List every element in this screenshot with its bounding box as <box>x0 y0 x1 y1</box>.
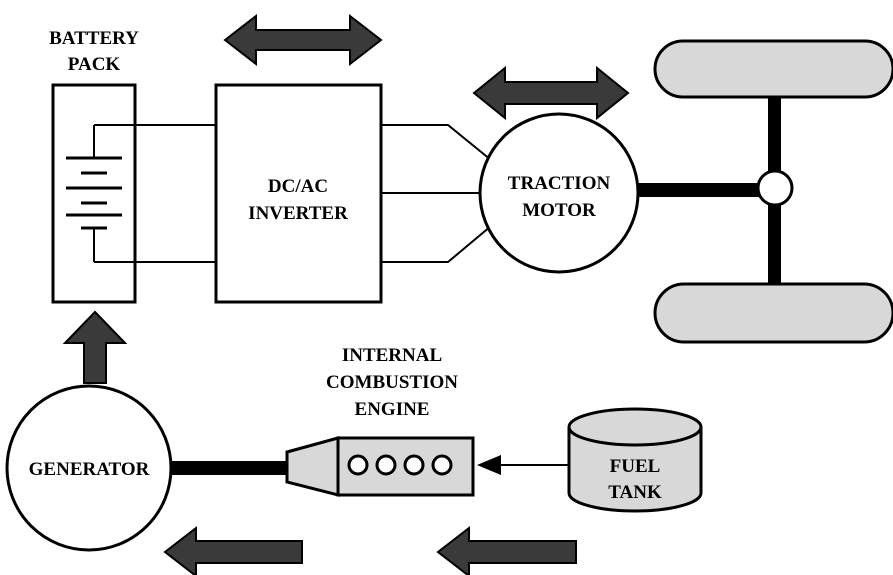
wheel-top <box>653 39 893 99</box>
dc-ac-inverter: DC/AC INVERTER <box>214 83 383 304</box>
battery-pack: BATTERY PACK <box>49 28 139 304</box>
engine-label-line3: ENGINE <box>355 399 430 420</box>
internal-combustion-engine: INTERNAL COMBUSTION ENGINE <box>285 345 475 497</box>
ac-phase-wires <box>381 124 492 263</box>
drivetrain <box>638 39 893 344</box>
up-arrow-generator-to-battery <box>62 310 128 384</box>
engine-cylinders <box>347 454 453 476</box>
motor-label-line2: MOTOR <box>522 200 596 221</box>
inverter-label-line1: DC/AC <box>268 176 328 197</box>
left-arrow-bottom-2 <box>436 525 577 575</box>
differential-joint <box>756 169 794 207</box>
traction-motor: TRACTION MOTOR <box>478 112 640 274</box>
wheel-bottom <box>653 282 893 344</box>
fuel-line-arrowhead <box>477 455 501 475</box>
bidirectional-arrow-motor <box>472 65 630 121</box>
fuel-tank-top <box>567 407 703 447</box>
cylinder-icon <box>403 454 425 476</box>
fuel-tank-label-line1: FUEL <box>610 456 661 477</box>
engine-label-line2: COMBUSTION <box>326 372 458 393</box>
cylinder-icon <box>431 454 453 476</box>
cylinder-icon <box>347 454 369 476</box>
fuel-tank-label-line2: TANK <box>608 482 662 503</box>
generator-shaft <box>171 461 288 475</box>
generator: GENERATOR <box>5 384 173 552</box>
battery-pack-label-line2: PACK <box>68 54 121 75</box>
cylinder-icon <box>375 454 397 476</box>
power-flow-arrows <box>62 13 630 575</box>
left-arrow-bottom-1 <box>163 525 303 575</box>
fuel-line <box>477 455 569 475</box>
motor-label-line1: TRACTION <box>508 173 611 194</box>
engine-nose <box>285 436 340 497</box>
generator-label: GENERATOR <box>29 459 150 480</box>
battery-pack-box <box>51 83 137 304</box>
battery-symbol <box>66 125 122 262</box>
battery-pack-label-line1: BATTERY <box>49 28 139 49</box>
engine-label-line1: INTERNAL <box>342 345 442 366</box>
dc-bus-wires <box>94 124 216 263</box>
drive-shaft <box>638 183 760 197</box>
fuel-tank-body <box>567 427 703 513</box>
inverter-label-line2: INVERTER <box>248 203 348 224</box>
fuel-tank: FUEL TANK <box>567 407 703 513</box>
bidirectional-arrow-inverter <box>223 13 383 67</box>
